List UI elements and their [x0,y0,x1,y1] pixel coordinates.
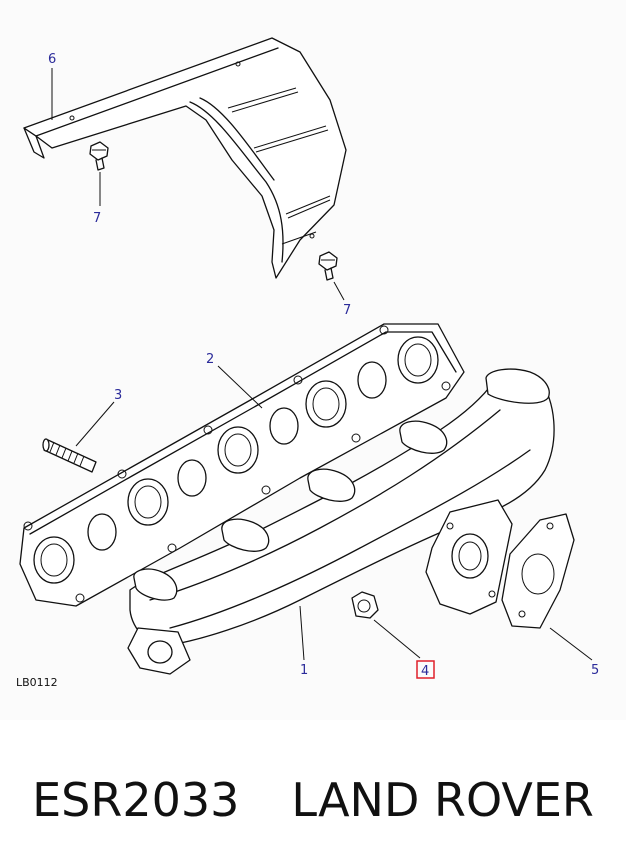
leader-5 [549,627,593,661]
callout-4: 4 [421,664,429,679]
leader-4 [373,619,421,659]
nut [351,591,379,619]
leader-7-lower [333,281,345,301]
callout-6: 6 [48,52,56,67]
callout-1: 1 [300,663,308,678]
leader-3 [75,401,115,447]
callout-3: 3 [114,388,122,403]
bolt-lower [318,251,338,281]
callout-4-highlight [416,660,435,679]
manifold-gasket [19,323,465,607]
stud [42,438,97,473]
outlet-gasket [501,513,575,629]
leader-1 [299,605,305,661]
diagram-canvas: 6 7 7 2 3 1 4 5 LB0112 [16,37,599,689]
callout-7-upper: 7 [93,211,101,226]
callout-7-lower: 7 [343,303,351,318]
heat-shield [23,37,347,279]
diagram-reference-code: LB0112 [16,676,58,689]
part-number: ESR2033 [32,773,240,827]
callout-2: 2 [206,352,214,367]
bolt-upper [89,141,109,171]
exploded-parts-diagram: 6 7 7 2 3 1 4 5 LB0112 [16,37,600,689]
leader-2 [217,365,263,409]
brand-name: LAND ROVER [291,773,594,827]
part-caption: ESR2033 LAND ROVER [0,760,626,840]
callout-5: 5 [591,663,599,678]
exhaust-manifold [127,368,555,675]
